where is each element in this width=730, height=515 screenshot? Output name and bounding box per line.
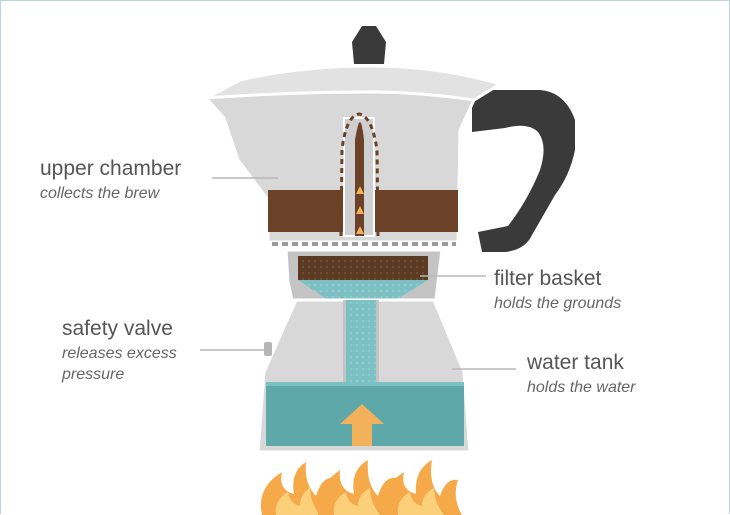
flame-icon: [381, 460, 462, 515]
coffee-grounds-texture: [298, 256, 428, 280]
safety-valve-title: safety valve: [62, 317, 173, 340]
upper-chamber-title: upper chamber: [40, 157, 182, 180]
label-safety-valve: safety valve releases excess pressure: [62, 318, 177, 385]
up-arrow-icon: [356, 206, 364, 214]
water-tank-subtitle: holds the water: [527, 379, 636, 396]
spout-dashed-outline: [339, 112, 380, 237]
funnel-stem-texture: [346, 300, 376, 382]
tank-water-top: [266, 382, 464, 386]
label-water-tank: water tank holds the water: [527, 352, 636, 398]
water-tank-title: water tank: [527, 351, 624, 374]
handle-icon: [472, 90, 575, 252]
safety-valve-icon: [264, 342, 272, 356]
funnel-stem-wall-right: [376, 300, 379, 382]
lid-top: [205, 64, 504, 102]
funnel-stem-wall-left: [343, 300, 346, 382]
spout-coffee-flow: [355, 122, 364, 236]
label-upper-chamber: upper chamber collects the brew: [40, 158, 181, 204]
up-arrow-icon: [356, 226, 364, 234]
filter-basket-subtitle: holds the grounds: [494, 295, 622, 312]
brewed-coffee: [268, 190, 458, 232]
safety-valve-subtitle-line1: releases excess: [62, 345, 177, 362]
filter-basket-title: filter basket: [494, 267, 602, 290]
safety-valve-subtitle-line2: pressure: [62, 366, 125, 383]
flame-icon: [317, 460, 398, 515]
label-filter-basket: filter basket holds the grounds: [494, 268, 621, 314]
upper-chamber-subtitle: collects the brew: [40, 185, 160, 202]
up-arrow-icon: [356, 186, 364, 194]
flame-icon: [260, 462, 336, 515]
lid-knob-icon: [352, 26, 386, 64]
up-arrow-icon: [340, 404, 384, 446]
